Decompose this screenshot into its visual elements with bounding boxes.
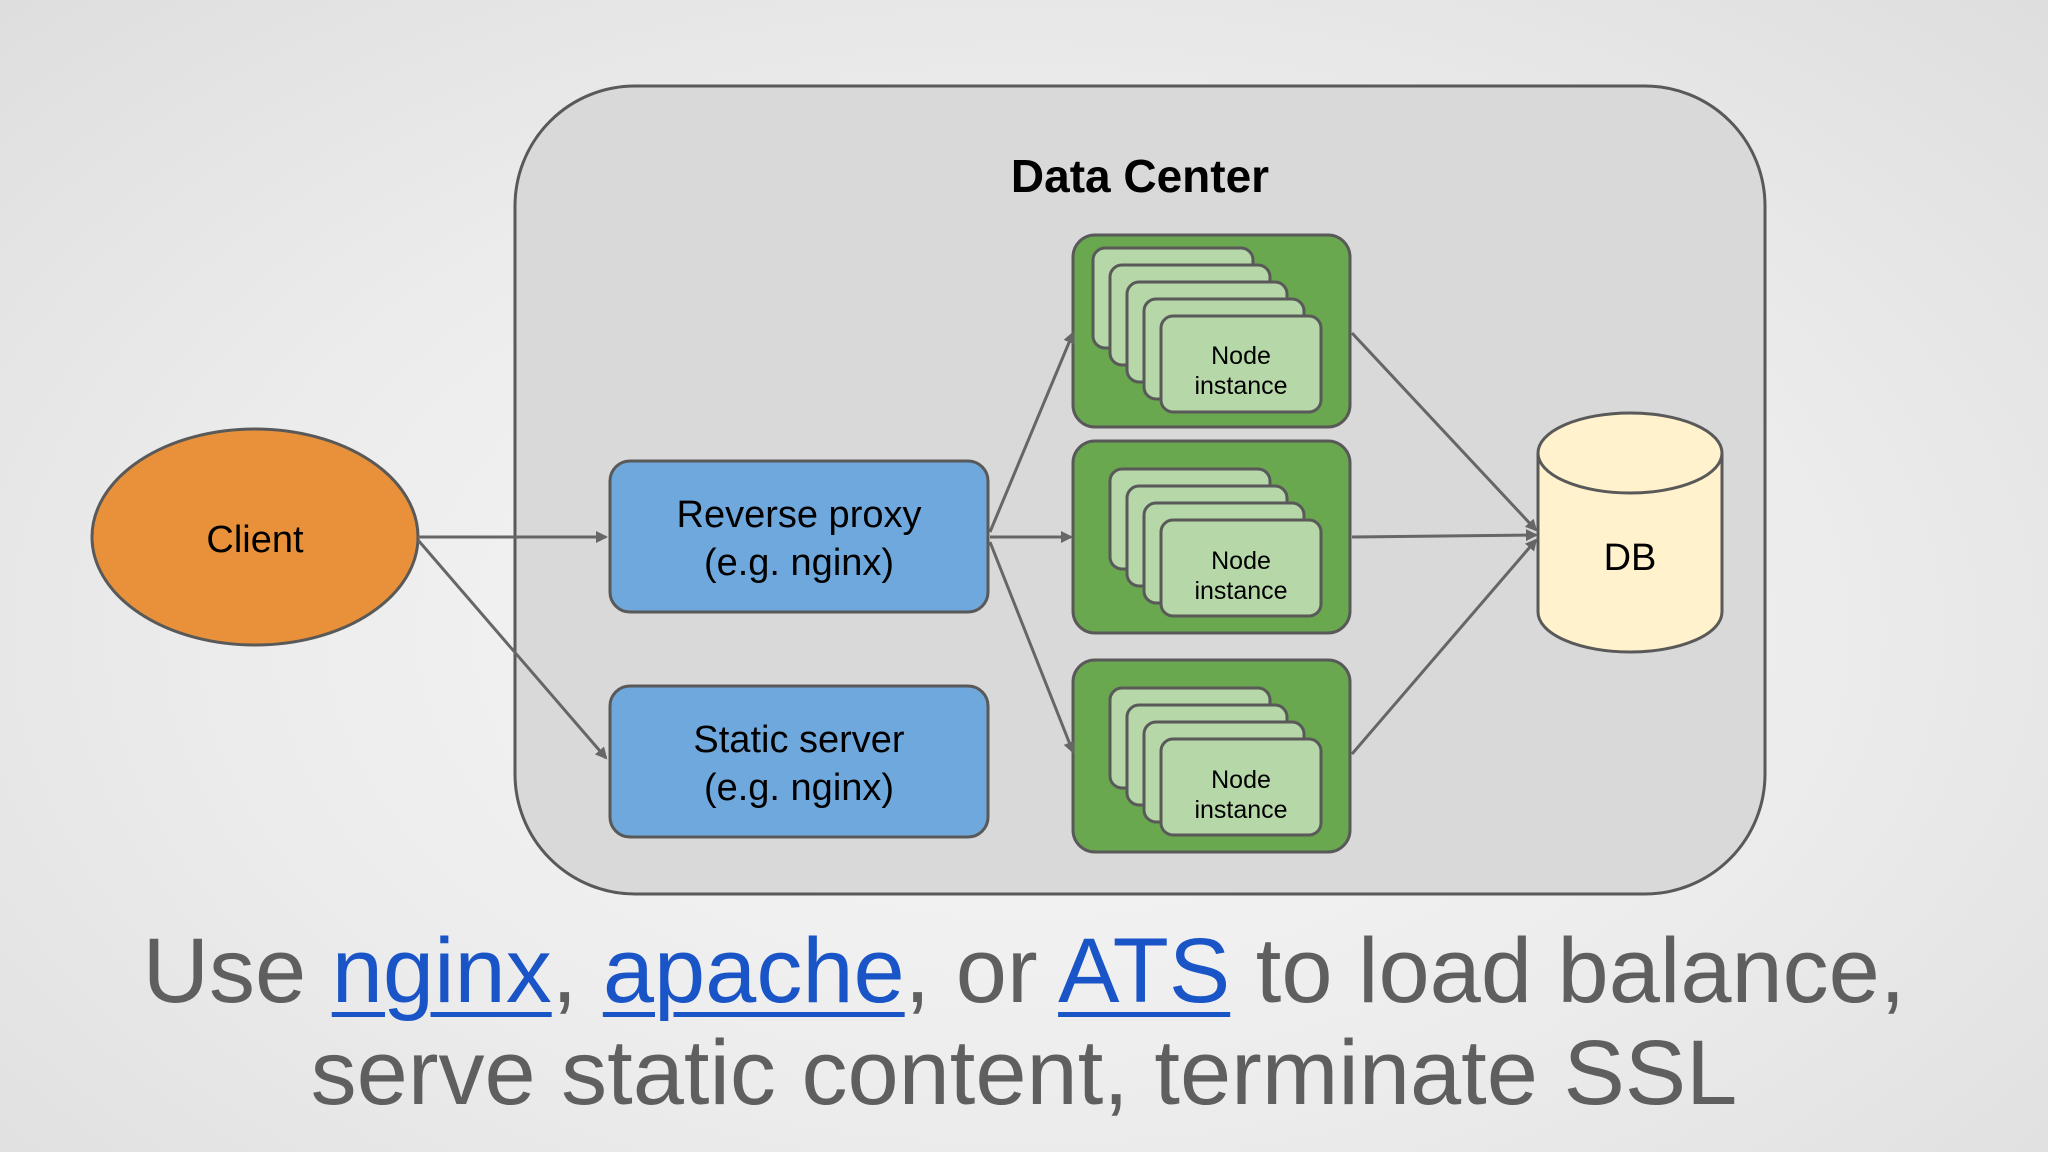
node-instance-line1: Node <box>1211 342 1271 370</box>
arrow-node-3-to-db <box>1350 538 1538 755</box>
static-server-line2: (e.g. nginx) <box>704 767 894 809</box>
db-cylinder: DB <box>1536 411 1724 654</box>
arrow-node-1-to-db <box>1350 331 1538 532</box>
caption-text: , <box>551 920 603 1022</box>
node-instance-line1: Node <box>1211 547 1271 575</box>
node-group-1: Node instance <box>1071 233 1352 429</box>
node-group-3: Node instance <box>1071 658 1352 854</box>
caption-line-1: Use nginx, apache, or ATS to load balanc… <box>0 920 2048 1022</box>
node-instance-line2: instance <box>1194 796 1287 824</box>
nginx-link[interactable]: nginx <box>331 920 552 1022</box>
arrow-client-to-static <box>416 539 608 760</box>
reverse-proxy-box: Reverse proxy (e.g. nginx) <box>608 459 990 614</box>
client-label: Client <box>206 519 304 561</box>
slide-caption: Use nginx, apache, or ATS to load balanc… <box>0 920 2048 1124</box>
apache-link[interactable]: apache <box>602 920 905 1022</box>
data-center-title: Data Center <box>1011 150 1269 202</box>
static-server-box: Static server (e.g. nginx) <box>608 684 990 839</box>
caption-text: , or <box>904 920 1059 1022</box>
reverse-proxy-line2: (e.g. nginx) <box>704 542 894 584</box>
reverse-proxy-line1: Reverse proxy <box>677 494 922 536</box>
node-instance-card <box>1159 737 1323 837</box>
node-instance-line2: instance <box>1194 577 1287 605</box>
arrow-node-2-to-db <box>1351 529 1538 542</box>
caption-text: to load balance, <box>1230 920 1906 1022</box>
node-group-2: Node instance <box>1071 439 1352 635</box>
caption-text: Use <box>142 920 332 1022</box>
static-server-line1: Static server <box>693 719 905 761</box>
node-instance-card <box>1159 518 1323 618</box>
db-label: DB <box>1604 537 1657 579</box>
node-instance-card <box>1159 314 1323 414</box>
caption-line-2: serve static content, terminate SSL <box>310 1022 1738 1124</box>
ats-link[interactable]: ATS <box>1058 920 1231 1022</box>
node-instance-line2: instance <box>1194 372 1287 400</box>
node-instance-line1: Node <box>1211 766 1271 794</box>
client-node: Client <box>90 427 420 647</box>
arrow-proxy-to-node-1 <box>988 331 1075 533</box>
arrow-proxy-to-node-3 <box>988 541 1075 754</box>
